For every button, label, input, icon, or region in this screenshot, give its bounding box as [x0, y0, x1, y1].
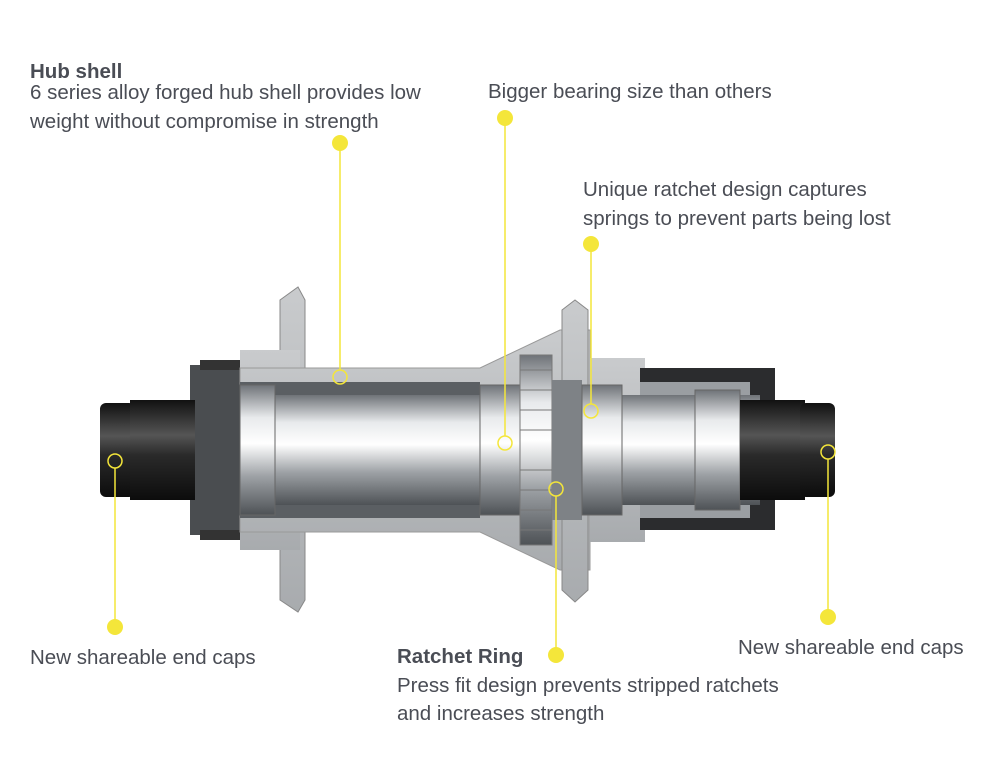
end-caps-left-text: New shareable end caps: [30, 646, 256, 669]
ratchet-design-line2: springs to prevent parts being lost: [583, 207, 891, 230]
left-end-cap-dot: [107, 619, 123, 635]
callout-leaders: [107, 118, 836, 655]
ratchet-design-line1: Unique ratchet design captures: [583, 178, 867, 201]
freehub-bearing: [581, 384, 623, 516]
left-end-cap: [100, 400, 195, 500]
end-caps-right-text: New shareable end caps: [738, 636, 964, 659]
ratchet-ring-line2: and increases strength: [397, 702, 605, 725]
ratchet-ring: [519, 354, 553, 546]
outer-bearing: [694, 389, 741, 511]
ratchet-teeth: [520, 369, 552, 531]
hub-shell-line2: weight without compromise in strength: [30, 110, 379, 133]
right-end-cap-dot: [820, 609, 836, 625]
left-bearing: [239, 384, 276, 516]
right-end-cap: [740, 400, 835, 500]
bearing-dot: [497, 110, 513, 126]
callout-dots: [107, 110, 836, 663]
bearing-text: Bigger bearing size than others: [488, 80, 772, 103]
ratchet-ring-title: Ratchet Ring: [397, 645, 524, 668]
ratchet-ring-line1: Press fit design prevents stripped ratch…: [397, 674, 779, 697]
ratchet-ring-dot: [548, 647, 564, 663]
hub-shell-line1: 6 series alloy forged hub shell provides…: [30, 81, 421, 104]
hub-shell-dot: [332, 135, 348, 151]
ratchet-design-dot: [583, 236, 599, 252]
hub-shell-title: Hub shell: [30, 60, 123, 83]
right-bearing: [479, 384, 521, 516]
